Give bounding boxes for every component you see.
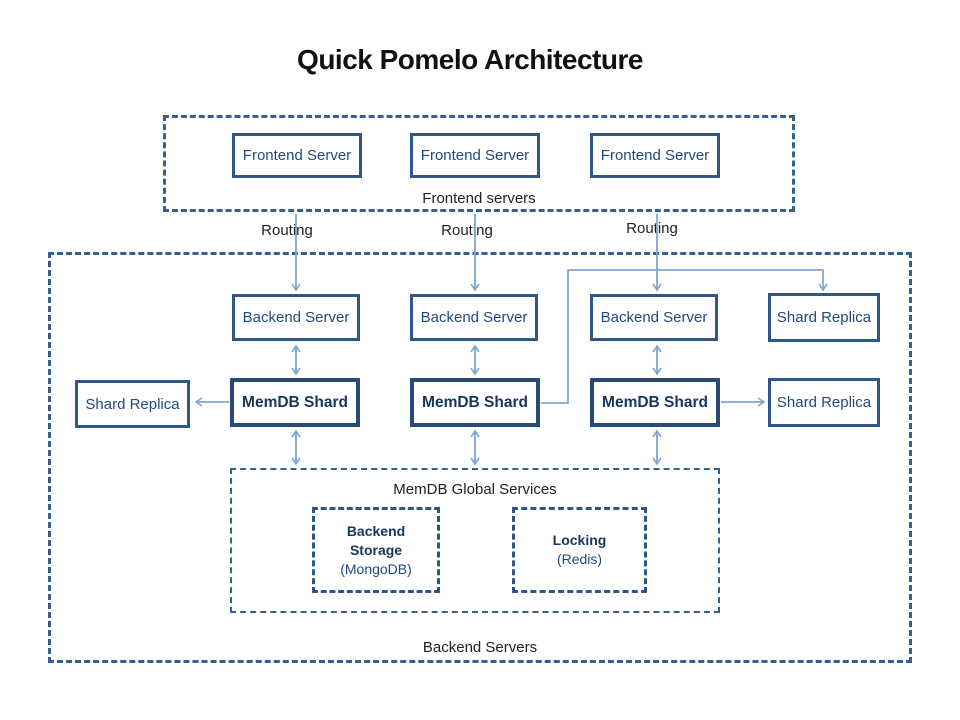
backend-server-box-1: Backend Server [232, 294, 360, 341]
backend-storage-line-3: (MongoDB) [340, 560, 412, 577]
routing-label-2: Routing [441, 222, 493, 239]
frontend-servers-group: Frontend servers [163, 115, 795, 212]
routing-label-1: Routing [261, 222, 313, 239]
shard-replica-label-left: Shard Replica [85, 395, 180, 413]
backend-group-label: Backend Servers [422, 639, 538, 656]
memdb-global-services-group: MemDB Global Services [230, 468, 720, 613]
backend-server-box-2: Backend Server [410, 294, 538, 341]
backend-storage-line-1: Backend [346, 522, 406, 539]
frontend-server-label-1: Frontend Server [242, 147, 352, 164]
frontend-server-label-3: Frontend Server [600, 147, 710, 164]
memdb-shard-label-1: MemDB Shard [242, 393, 348, 411]
diagram-title: Quick Pomelo Architecture [297, 44, 643, 75]
shard-replica-label-top-right: Shard Replica [776, 309, 872, 326]
shard-replica-box-left: Shard Replica [75, 380, 190, 428]
backend-server-label-2: Backend Server [420, 309, 528, 326]
backend-storage-line-2: Storage [349, 541, 403, 558]
shard-replica-box-top-right: Shard Replica [768, 293, 880, 342]
frontend-server-box-2: Frontend Server [410, 133, 540, 178]
backend-servers-group: Backend Servers [48, 252, 912, 663]
backend-storage-box: Backend Storage (MongoDB) [312, 507, 440, 593]
memdb-shard-label-2: MemDB Shard [422, 393, 528, 411]
locking-box: Locking (Redis) [512, 507, 647, 593]
memdb-shard-box-1: MemDB Shard [230, 378, 360, 427]
backend-server-label-1: Backend Server [242, 309, 350, 326]
frontend-group-label: Frontend servers [422, 190, 536, 207]
global-services-label: MemDB Global Services [393, 481, 557, 498]
memdb-shard-box-2: MemDB Shard [410, 378, 540, 427]
backend-server-label-3: Backend Server [600, 309, 708, 326]
shard-replica-box-bottom-right: Shard Replica [768, 378, 880, 427]
routing-label-3: Routing [626, 220, 678, 237]
locking-line-2: (Redis) [556, 551, 603, 567]
backend-server-box-3: Backend Server [590, 294, 718, 341]
frontend-server-box-1: Frontend Server [232, 133, 362, 178]
frontend-server-box-3: Frontend Server [590, 133, 720, 178]
frontend-server-label-2: Frontend Server [420, 147, 530, 164]
memdb-shard-label-3: MemDB Shard [602, 393, 708, 411]
memdb-shard-box-3: MemDB Shard [590, 378, 720, 427]
locking-line-1: Locking [552, 532, 607, 548]
shard-replica-label-bottom-right: Shard Replica [776, 394, 872, 411]
